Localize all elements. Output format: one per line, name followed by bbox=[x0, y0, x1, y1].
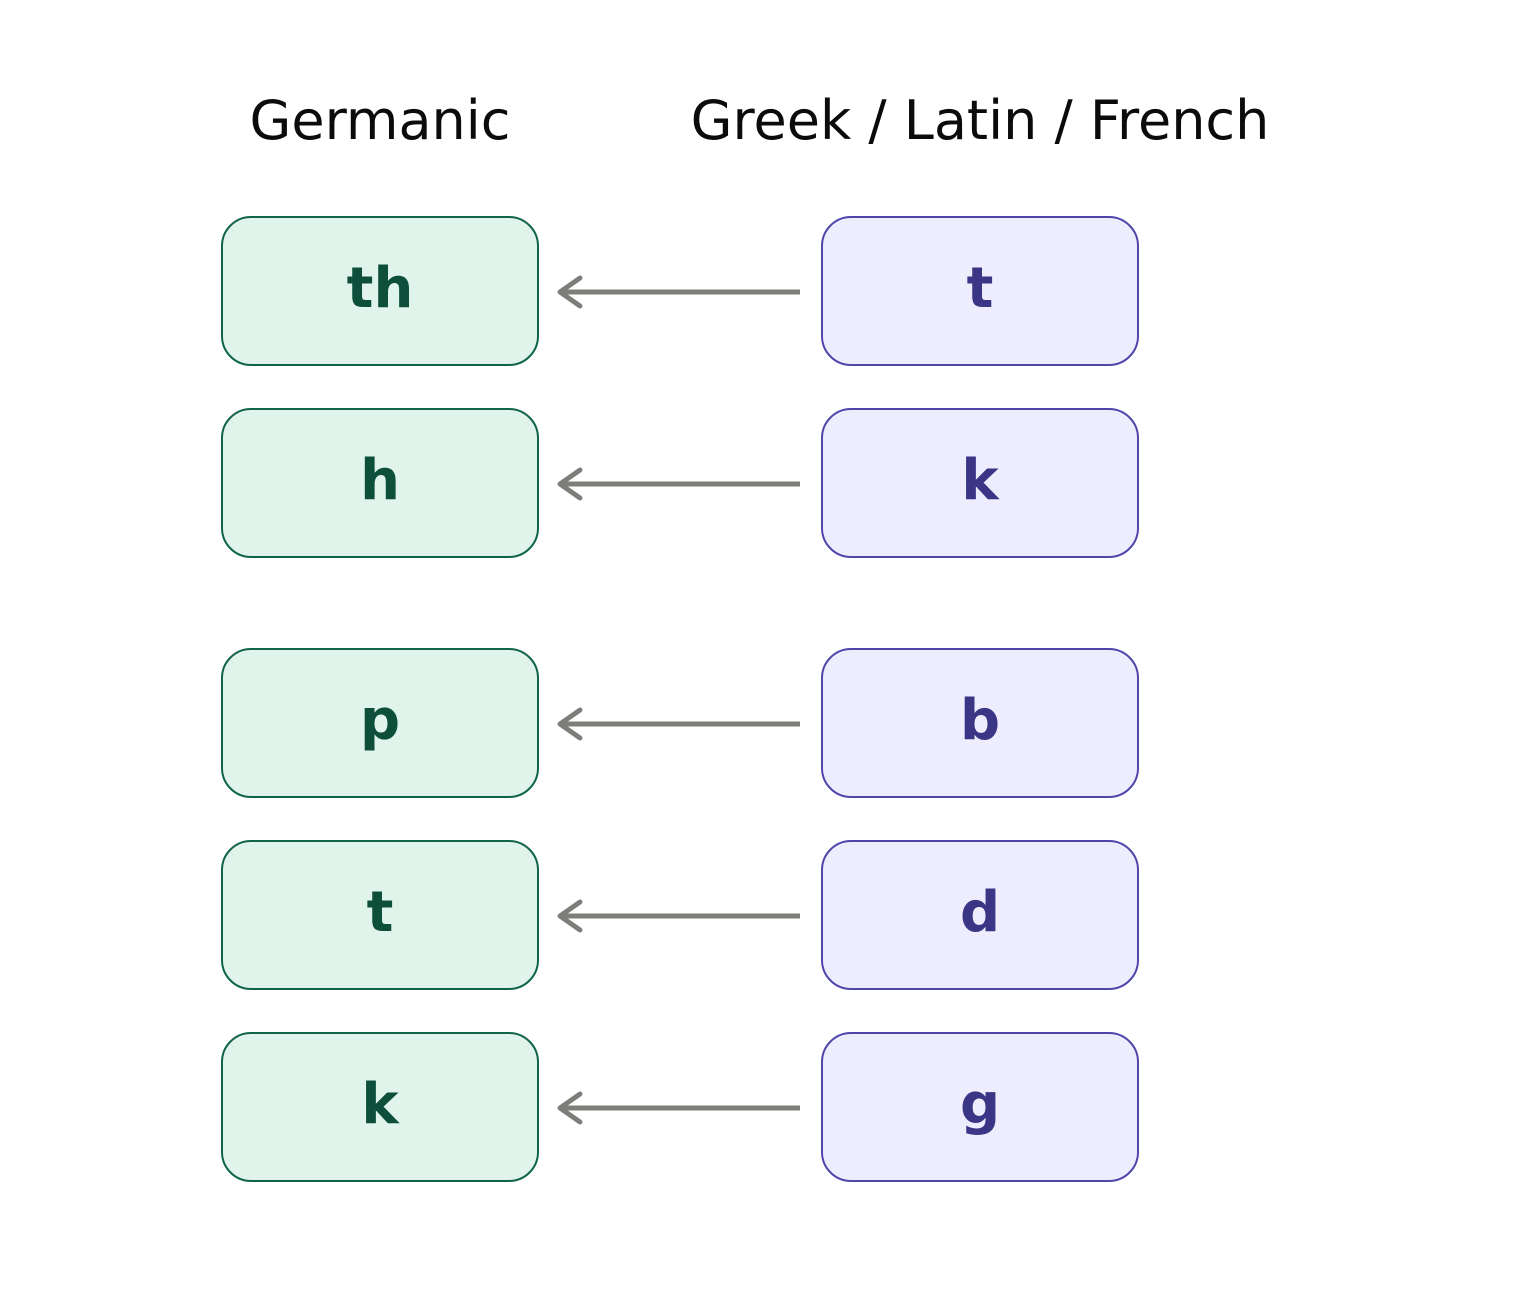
germanic-sound-box: th bbox=[221, 216, 539, 366]
germanic-sound-label: p bbox=[359, 688, 401, 753]
classical-sound-label: g bbox=[959, 1072, 1001, 1137]
left-arrow-icon bbox=[557, 1091, 800, 1125]
germanic-sound-box: k bbox=[221, 1032, 539, 1182]
classical-sound-label: b bbox=[959, 688, 1001, 753]
germanic-sound-label: t bbox=[366, 880, 394, 945]
germanic-sound-label: h bbox=[360, 448, 400, 513]
germanic-sound-label: th bbox=[346, 256, 414, 321]
classical-sound-label: d bbox=[959, 880, 1001, 945]
classical-sound-box: t bbox=[821, 216, 1139, 366]
left-arrow-icon bbox=[557, 275, 800, 309]
left-arrow-icon bbox=[557, 707, 800, 741]
germanic-column-heading: Germanic bbox=[249, 89, 511, 152]
germanic-sound-box: t bbox=[221, 840, 539, 990]
germanic-sound-box: p bbox=[221, 648, 539, 798]
classical-sound-label: t bbox=[966, 256, 994, 321]
left-arrow-icon bbox=[557, 899, 800, 933]
germanic-sound-box: h bbox=[221, 408, 539, 558]
classical-sound-box: k bbox=[821, 408, 1139, 558]
classical-column-heading: Greek / Latin / French bbox=[690, 89, 1270, 152]
classical-sound-box: d bbox=[821, 840, 1139, 990]
germanic-sound-label: k bbox=[361, 1072, 399, 1137]
classical-sound-box: g bbox=[821, 1032, 1139, 1182]
classical-sound-label: k bbox=[961, 448, 999, 513]
classical-sound-box: b bbox=[821, 648, 1139, 798]
left-arrow-icon bbox=[557, 467, 800, 501]
